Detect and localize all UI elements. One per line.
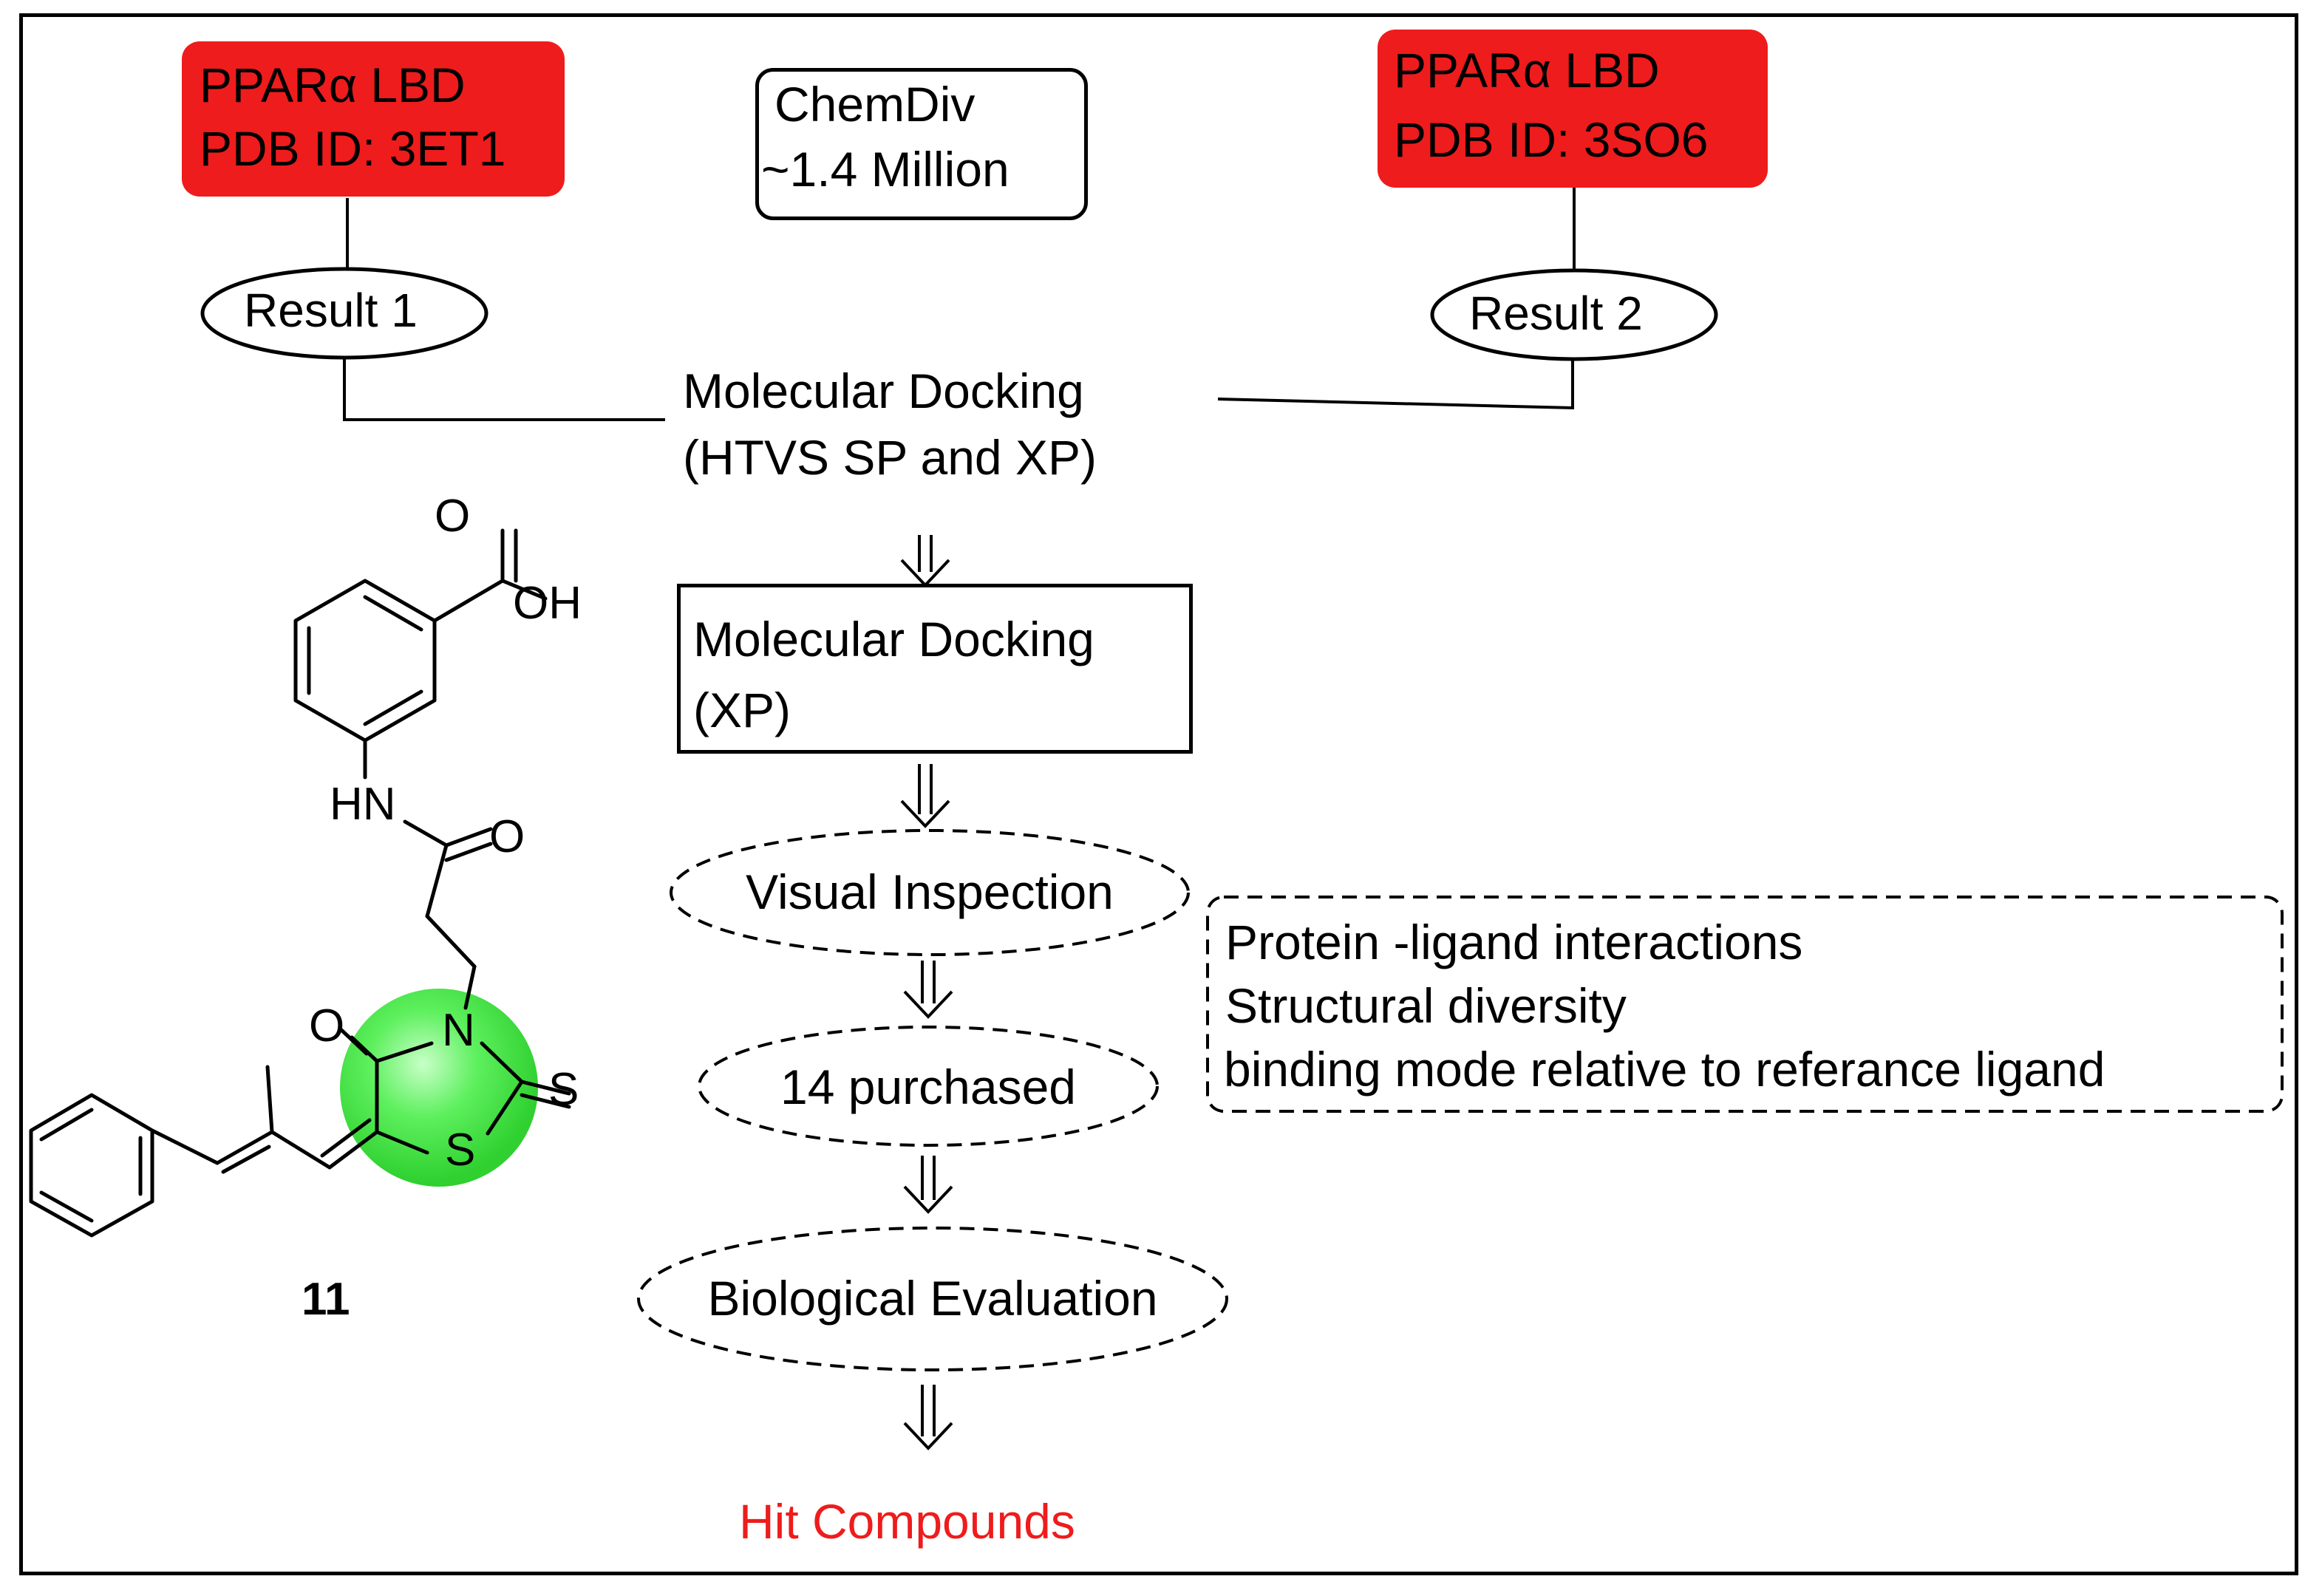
right-target-line2: PDB ID: 3SO6 — [1394, 112, 1709, 167]
library-box — [755, 68, 1088, 220]
atom-o-amide: O — [489, 811, 525, 862]
atom-hn: HN — [330, 779, 396, 830]
docking-1-line1: Molecular Docking — [683, 364, 1084, 418]
purchased-ellipse — [698, 1026, 1159, 1147]
atom-oh: OH — [513, 578, 582, 629]
library-line1: ChemDiv — [774, 77, 976, 132]
criteria-line-3: binding mode relative to referance ligan… — [1224, 1042, 2105, 1097]
compound-number: 11 — [302, 1274, 350, 1325]
left-target-box — [182, 41, 565, 197]
arrow-down-5 — [903, 1385, 953, 1450]
result-1-label: Result 1 — [244, 284, 418, 337]
result-2-label: Result 2 — [1469, 287, 1643, 340]
library-line2: ~1.4 Million — [761, 142, 1010, 197]
right-target-line1: PPARα LBD — [1394, 43, 1660, 98]
arrow-down-4 — [903, 1156, 953, 1214]
benzoic-ring — [293, 579, 437, 743]
criteria-line-1: Protein -ligand interactions — [1225, 915, 1803, 969]
docking-1-line2: (HTVS SP and XP) — [683, 430, 1097, 485]
atom-n-ring: N — [442, 1005, 475, 1056]
purchased-label: 14 purchased — [780, 1060, 1076, 1114]
docking-2-box — [677, 584, 1193, 754]
hit-compounds-label: Hit Compounds — [739, 1494, 1075, 1549]
right-target-box — [1378, 30, 1768, 188]
bio-eval-label: Biological Evaluation — [707, 1271, 1158, 1326]
arrow-down-3 — [903, 961, 953, 1019]
criteria-line-2: Structural diversity — [1225, 978, 1627, 1033]
bio-eval-ellipse — [637, 1227, 1228, 1371]
arrow-down-2 — [900, 764, 950, 828]
result-2-ellipse — [1430, 268, 1718, 361]
docking-2-line1: Molecular Docking — [693, 612, 1094, 666]
connector-lines — [343, 186, 1576, 421]
atom-o-acid: O — [435, 491, 471, 542]
phenyl-ring — [29, 1093, 154, 1238]
atom-o-ring: O — [309, 1000, 345, 1051]
molecule-11 — [29, 528, 571, 1238]
atom-s-thione: S — [548, 1064, 579, 1115]
visual-inspection-ellipse — [670, 829, 1190, 956]
figure-frame — [19, 13, 2298, 1575]
docking-2-line2: (XP) — [693, 683, 791, 737]
arrow-down-1 — [900, 535, 950, 587]
visual-inspection-label: Visual Inspection — [746, 864, 1114, 919]
left-target-line1: PPARα LBD — [200, 58, 466, 112]
result-1-ellipse — [200, 267, 488, 360]
atom-s-ring: S — [445, 1125, 476, 1176]
left-target-line2: PDB ID: 3ET1 — [200, 121, 506, 176]
thiazolidine-highlight — [340, 989, 538, 1187]
criteria-box — [1206, 896, 2284, 1113]
